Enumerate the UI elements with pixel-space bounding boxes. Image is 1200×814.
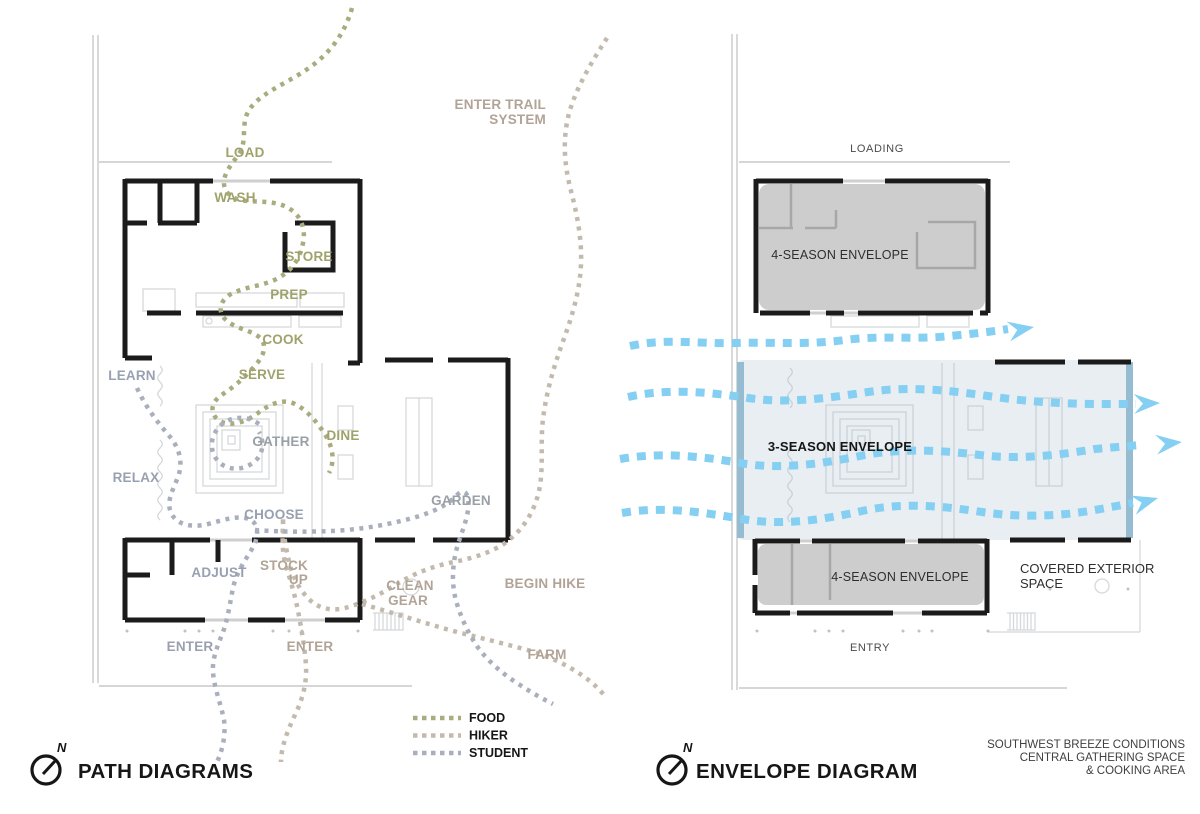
label-relax: RELAX [113,470,160,485]
compass-icon [30,754,62,786]
label-envelope-bottom: 4-SEASON ENVELOPE [831,570,968,584]
label-enter-trail-1: ENTER TRAIL [455,97,546,112]
label-garden: GARDEN [431,493,491,508]
envelope-partitions [759,184,977,605]
food-path [210,7,355,475]
breeze-arrowhead-3 [1155,434,1182,455]
breeze-arrow-3 [619,441,1141,471]
label-choose: CHOOSE [244,507,304,522]
label-enter-hiker: ENTER [287,639,334,654]
path-diagram: ENTER TRAIL SYSTEM LOAD WASH STORE PREP … [30,7,609,786]
student-path-gather-loop [209,415,265,471]
label-gear: GEAR [388,593,428,608]
label-prep: PREP [270,287,308,302]
caption-line-1: SOUTHWEST BREEZE CONDITIONS [987,739,1185,751]
site-boundary [92,35,412,687]
caption-line-3: & COOKING AREA [1086,765,1185,777]
label-store: STORE [285,249,332,264]
label-load: LOAD [225,145,264,160]
four-season-envelope-top [759,184,985,310]
label-enter-student: ENTER [167,639,214,654]
breeze-arrowhead-2 [1133,393,1160,414]
envelope-diagram: LOADING ENTRY 4-SEASON ENVELOPE 3-SEASON… [619,34,1186,786]
compass-icon [656,754,688,786]
label-begin-hike: BEGIN HIKE [505,576,586,591]
label-covered-2: SPACE [1020,576,1063,591]
breeze-arrow-2 [627,385,1136,408]
label-serve: SERVE [239,367,286,382]
compass-needle [667,758,684,776]
right-title: ENVELOPE DIAGRAM [696,760,918,783]
label-clean: CLEAN [386,578,434,593]
legend-label-food: FOOD [469,711,505,725]
walls [122,178,511,623]
label-farm: FARM [527,647,566,662]
caption-line-2: CENTRAL GATHERING SPACE [1020,752,1186,764]
legend-label-student: STUDENT [469,746,528,760]
breeze-arrow-4 [621,499,1134,527]
label-gather: GATHER [252,434,309,449]
covered-space-circle [1094,578,1110,594]
label-dine: DINE [326,428,359,443]
label-enter-trail-2: SYSTEM [489,112,546,127]
compass-needle [41,758,58,776]
label-entry: ENTRY [850,642,890,654]
breeze-arrowhead-4 [1130,495,1158,515]
label-envelope-mid: 3-SEASON ENVELOPE [768,439,912,454]
label-up: UP [289,572,308,587]
breeze-arrowhead-1 [1006,321,1034,342]
right-title-block: N [656,740,693,786]
door-lines [790,179,922,615]
band-edge-right [1126,362,1133,538]
hiker-path-farm [361,601,607,698]
four-season-envelope-bottom [758,544,984,605]
label-adjust: ADJUST [191,565,247,580]
legend: FOOD HIKER STUDENT [413,711,528,760]
label-cook: COOK [262,332,303,347]
label-loading: LOADING [850,143,904,155]
breeze-arrow-1 [629,325,1009,350]
label-envelope-top: 4-SEASON ENVELOPE [771,248,908,262]
label-stock: STOCK [260,558,308,573]
yard-circle [402,578,420,596]
band-edge-left [737,362,744,538]
left-title: PATH DIAGRAMS [78,760,253,783]
label-wash: WASH [214,190,255,205]
label-covered-1: COVERED EXTERIOR [1020,561,1154,576]
porch-dots [755,587,1130,633]
plan-faint-lines [142,288,433,631]
sink-circle [205,317,213,325]
legend-label-hiker: HIKER [469,729,508,743]
hiker-path-main [278,36,609,763]
compass-north: N [683,740,693,755]
plan-faint-outside [830,315,1141,633]
label-learn: LEARN [108,368,156,383]
compass-north: N [57,740,67,755]
left-title-block: N [30,740,67,786]
door-lines [205,179,325,622]
walls [752,178,1131,616]
